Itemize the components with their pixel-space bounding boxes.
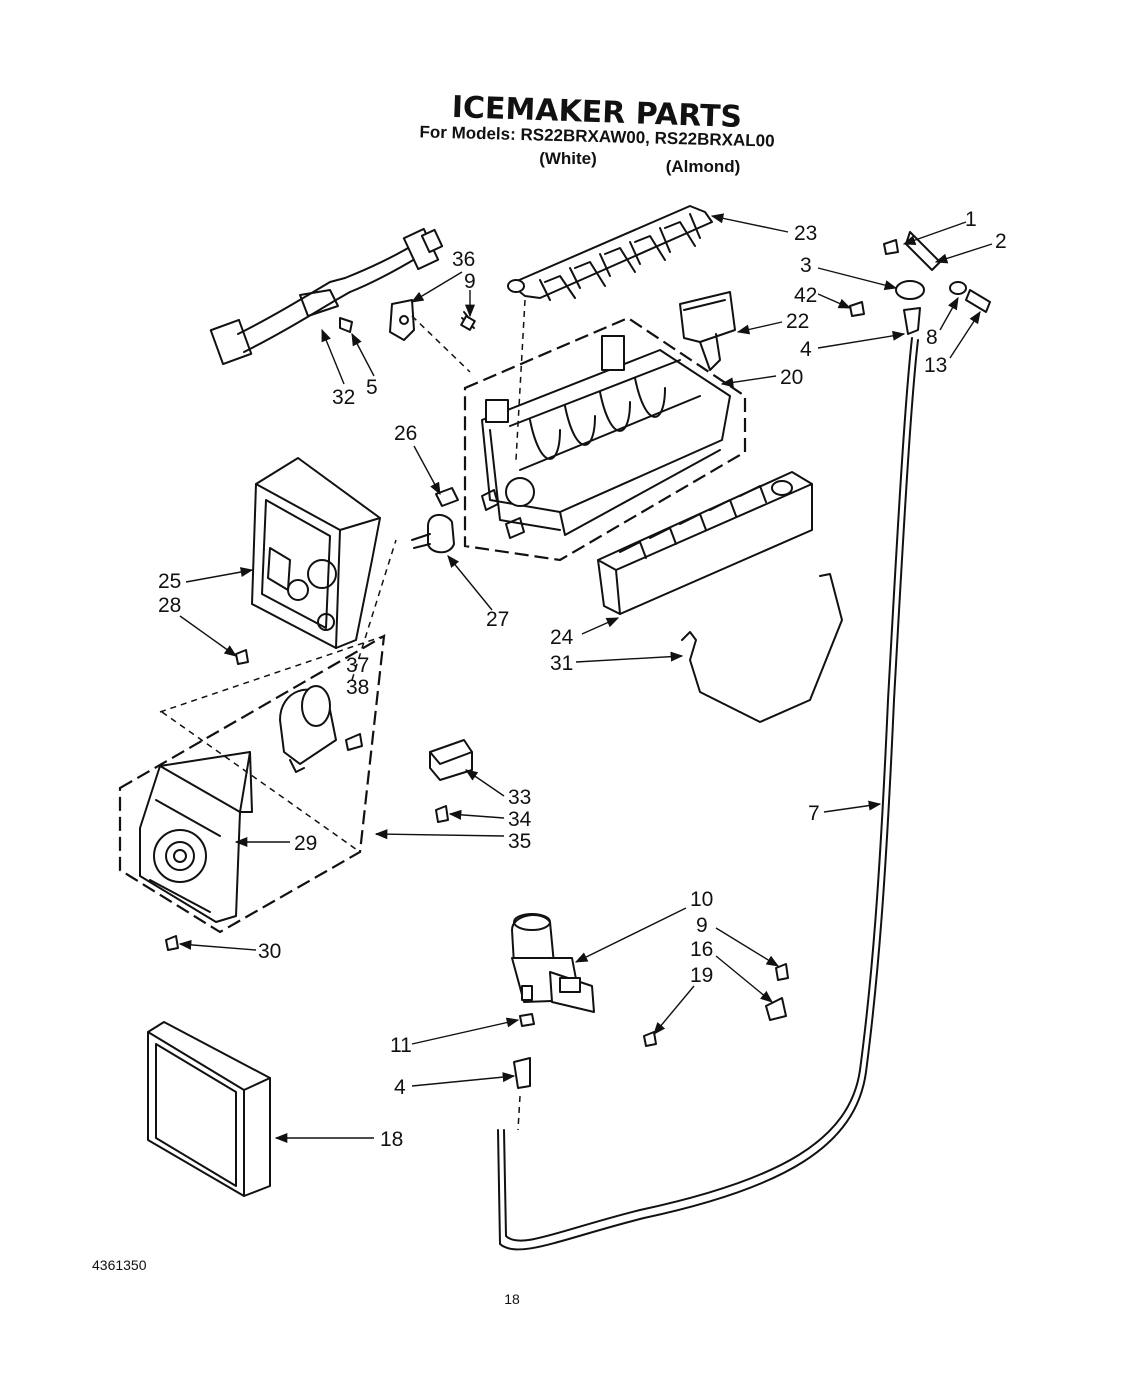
callout-8: 8 bbox=[926, 326, 938, 349]
callout-13: 13 bbox=[924, 354, 947, 377]
shutoff-arm-part bbox=[681, 573, 843, 723]
screw-30-part bbox=[165, 935, 179, 951]
callout-42: 42 bbox=[794, 284, 817, 307]
ejector-arm-part bbox=[507, 205, 713, 301]
callout-38: 38 bbox=[346, 676, 369, 699]
callout-33: 33 bbox=[508, 786, 531, 809]
callout-22: 22 bbox=[786, 310, 809, 333]
ice-mold-part bbox=[463, 316, 747, 562]
callout-7: 7 bbox=[808, 802, 820, 825]
callout-31: 31 bbox=[550, 652, 573, 675]
callout-11: 11 bbox=[390, 1034, 412, 1057]
callout-29: 29 bbox=[294, 832, 317, 855]
callout-9-lower: 9 bbox=[696, 914, 708, 937]
valve-hardware-part bbox=[513, 963, 789, 1089]
callout-27: 27 bbox=[486, 608, 509, 631]
callout-19: 19 bbox=[690, 964, 713, 987]
callout-4-upper: 4 bbox=[800, 338, 812, 361]
callout-32: 32 bbox=[332, 386, 355, 409]
callout-36: 36 bbox=[452, 248, 475, 271]
callout-1: 1 bbox=[965, 208, 977, 231]
page-number: 18 bbox=[504, 1291, 520, 1307]
diagram-header: ICEMAKER PARTS For Models: RS22BRXAW00, … bbox=[419, 90, 775, 176]
callout-5: 5 bbox=[366, 376, 378, 399]
leader-lines bbox=[178, 213, 993, 1144]
callout-34: 34 bbox=[508, 808, 532, 831]
callout-23: 23 bbox=[794, 222, 817, 245]
fill-cup-part bbox=[679, 291, 736, 371]
callout-24: 24 bbox=[550, 626, 574, 649]
cover-box-part bbox=[147, 1021, 271, 1197]
callout-37: 37 bbox=[346, 654, 369, 677]
shield-part bbox=[429, 739, 473, 823]
callout-10: 10 bbox=[690, 888, 713, 911]
callout-20: 20 bbox=[780, 366, 803, 389]
bracket-part bbox=[389, 299, 476, 341]
motor-assembly-part bbox=[118, 633, 386, 934]
water-valve-part bbox=[511, 913, 595, 1013]
inlet-fittings-part bbox=[849, 231, 991, 335]
callout-9-upper: 9 bbox=[464, 270, 476, 293]
callout-4-lower: 4 bbox=[394, 1076, 406, 1099]
wiring-harness-part bbox=[209, 227, 444, 366]
variant-white: (White) bbox=[539, 149, 597, 168]
callout-2: 2 bbox=[995, 230, 1007, 253]
housing-part bbox=[251, 457, 381, 649]
callout-3: 3 bbox=[800, 254, 812, 277]
callout-30: 30 bbox=[258, 940, 281, 963]
parts-artwork bbox=[118, 205, 991, 1251]
callout-35: 35 bbox=[508, 830, 531, 853]
variant-almond: (Almond) bbox=[666, 157, 741, 176]
module-part bbox=[139, 751, 253, 923]
callout-16: 16 bbox=[690, 938, 713, 961]
stripper-part bbox=[597, 471, 813, 615]
callout-28: 28 bbox=[158, 594, 181, 617]
screw-28-part bbox=[235, 649, 249, 665]
callout-18: 18 bbox=[380, 1128, 403, 1151]
diagram-footer: 4361350 18 bbox=[92, 1257, 520, 1307]
callout-25: 25 bbox=[158, 570, 181, 593]
water-tube-part bbox=[351, 299, 919, 1251]
document-number: 4361350 bbox=[92, 1257, 147, 1273]
thermostat-part bbox=[411, 487, 459, 554]
callout-26: 26 bbox=[394, 422, 417, 445]
callout-labels: 1 2 3 42 8 4 13 23 22 20 36 9 32 5 26 27… bbox=[158, 208, 1007, 1151]
